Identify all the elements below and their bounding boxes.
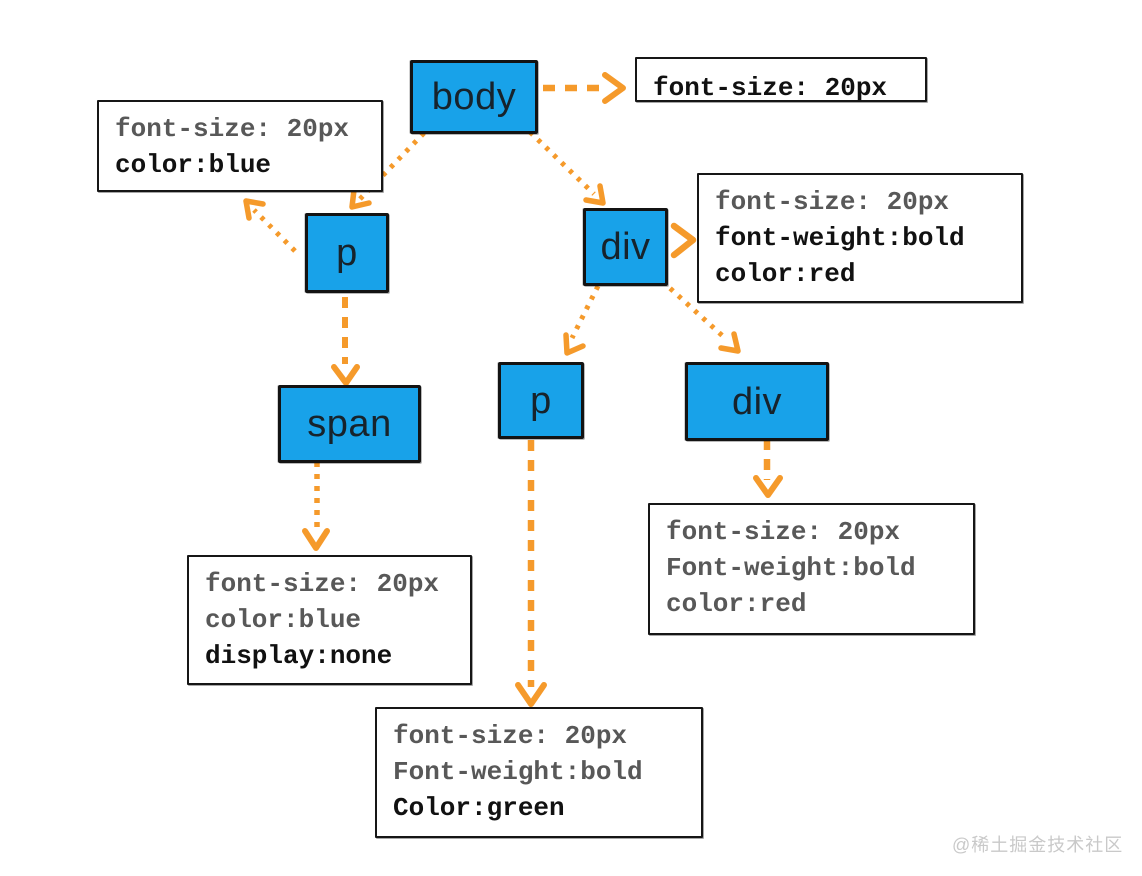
stylebox-div-lower-line: font-size: 20px [666, 517, 901, 547]
stylebox-span-line: display:none [205, 641, 393, 671]
arrow-body-to-body-style [543, 72, 626, 104]
stylebox-p-left-line: font-size: 20px [115, 114, 350, 144]
node-p-middle: p [498, 362, 584, 439]
node-div-lower: div [685, 362, 829, 441]
arrow-p1-to-span1 [331, 297, 360, 386]
node-p-left-label: p [336, 232, 358, 274]
arrow-span1-to-span1-style [302, 462, 330, 551]
stylebox-body: font-size: 20px [635, 57, 927, 103]
node-span-label: span [307, 403, 392, 445]
arrow-body-to-div1 [528, 130, 606, 206]
stylebox-div-lower-line: Font-weight:bold [666, 553, 916, 583]
arrow-p2-to-p2-style [515, 440, 547, 707]
stylebox-p-middle-line: font-size: 20px [393, 721, 628, 751]
arrow-div1-to-div1-style [670, 222, 697, 259]
node-div-upper: div [583, 208, 668, 286]
stylebox-span-line: color:blue [205, 605, 362, 635]
arrow-body-to-p1 [349, 131, 426, 210]
arrow-div1-to-p2 [563, 284, 601, 356]
stylebox-div-upper-line: font-size: 20px [715, 187, 950, 217]
stylebox-span-line: font-size: 20px [205, 569, 440, 599]
stylebox-div-upper: font-size: 20px font-weight:bold color:r… [697, 173, 1023, 303]
node-body-label: body [431, 76, 517, 118]
stylebox-p-left-line: color:blue [115, 150, 272, 180]
node-p-left: p [305, 213, 389, 293]
stylebox-div-upper-line: font-weight:bold [715, 223, 965, 253]
arrow-p1-to-p1-style [243, 198, 297, 253]
node-p-middle-label: p [530, 379, 552, 422]
stylebox-p-middle: font-size: 20px Font-weight:bold Color:g… [375, 707, 703, 838]
node-span: span [278, 385, 421, 463]
arrow-div1-to-div2 [660, 279, 741, 354]
stylebox-p-left: font-size: 20px color:blue [97, 100, 383, 192]
node-div-lower-label: div [731, 380, 783, 423]
stylebox-div-lower-line: color:red [666, 589, 807, 619]
stylebox-div-lower: font-size: 20px Font-weight:bold color:r… [648, 503, 975, 635]
arrow-div2-to-div2-style [753, 439, 783, 498]
stylebox-p-middle-line: Color:green [393, 793, 565, 823]
stylebox-body-line: font-size: 20px [653, 73, 888, 103]
node-div-upper-label: div [600, 226, 651, 268]
watermark: @稀土掘金技术社区 [952, 835, 1124, 855]
node-body: body [410, 60, 538, 134]
stylebox-span: font-size: 20px color:blue display:none [187, 555, 472, 685]
stylebox-p-middle-line: Font-weight:bold [393, 757, 643, 787]
stylebox-div-upper-line: color:red [715, 259, 856, 289]
